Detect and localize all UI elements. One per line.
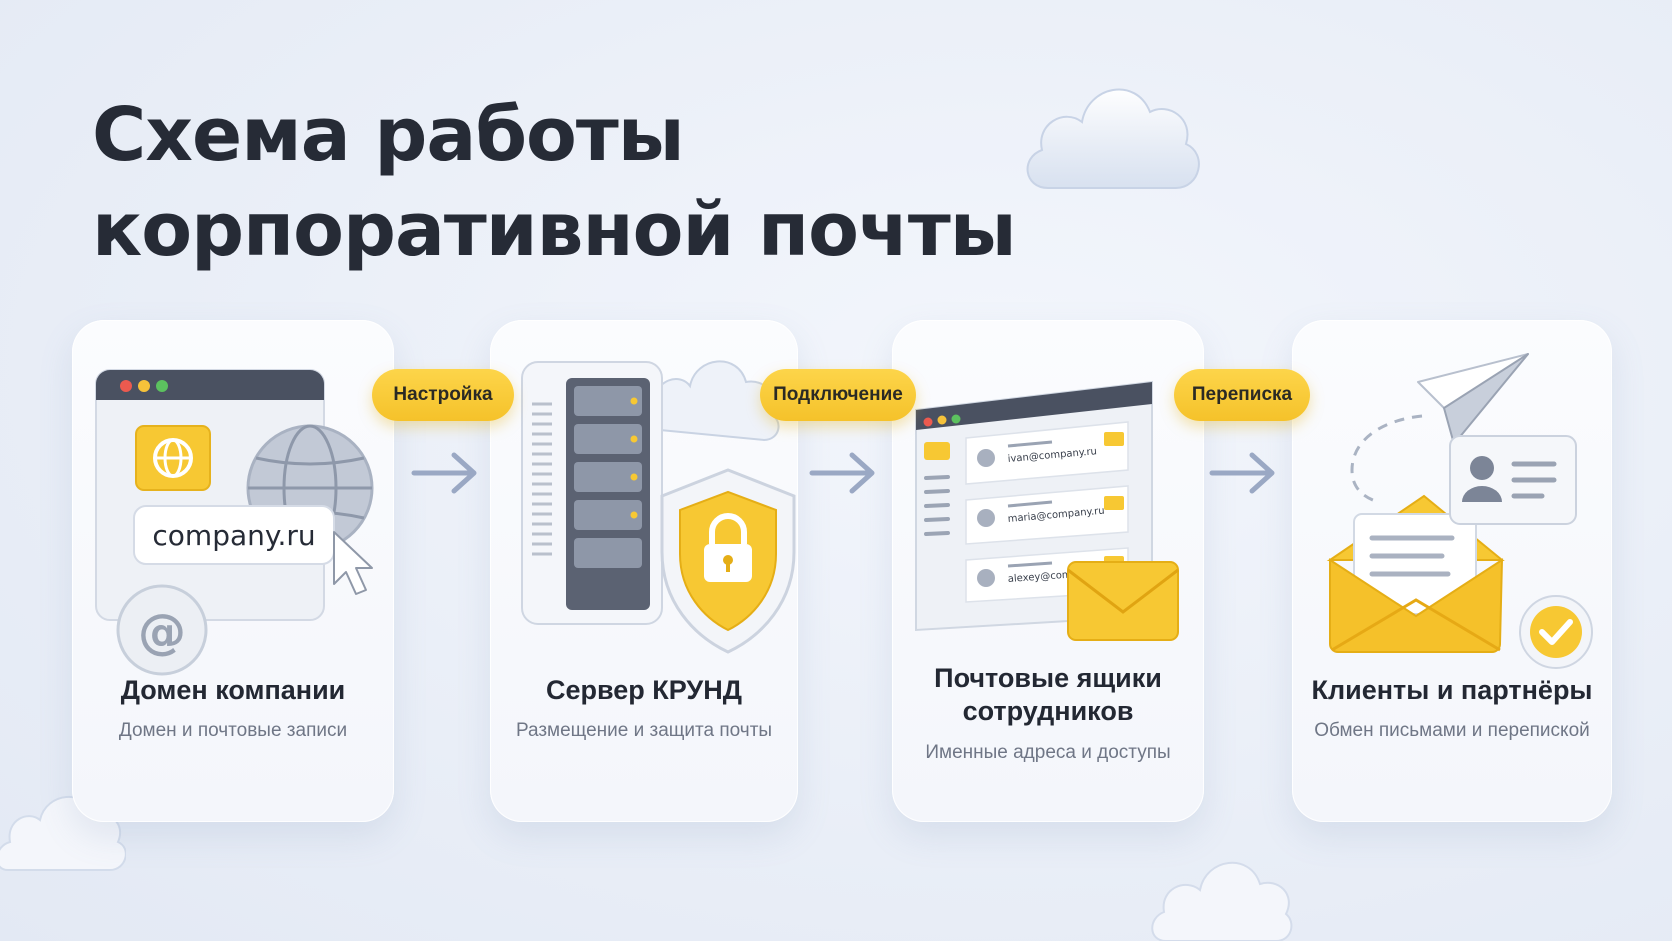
- page-title-line2: корпоративной почты: [92, 187, 1017, 273]
- step-title-line2: сотрудников: [962, 696, 1134, 726]
- step-card-domain: company.ru @ Домен компании Домен и почт…: [72, 320, 394, 822]
- step-title: Домен компании: [120, 675, 346, 705]
- contact-card-icon: [1449, 435, 1577, 525]
- envelope-icon: [1067, 561, 1179, 641]
- step-card-mailboxes: ivan@company.ru maria@company.ru alexey@…: [892, 320, 1204, 822]
- server-icon: [521, 361, 663, 625]
- arrow-right-icon: [411, 452, 477, 494]
- shield-lock-icon: [660, 468, 796, 654]
- arrow-right-icon: [809, 452, 875, 494]
- at-sign-icon: @: [116, 584, 208, 676]
- paper-plane-icon: [1350, 353, 1529, 504]
- cloud-icon: [642, 360, 780, 442]
- step-title: Клиенты и партнёры: [1311, 675, 1593, 705]
- svg-text:@: @: [138, 604, 186, 660]
- connector-label-setup: Настройка: [372, 369, 514, 421]
- page-title-line1: Схема работы: [92, 92, 685, 178]
- check-badge-icon: [1519, 595, 1593, 669]
- arrow-right-icon: [1209, 452, 1275, 494]
- cloud-decoration-bottom-right: [1151, 861, 1293, 941]
- open-envelope-icon: [1326, 494, 1505, 653]
- mailboxes-illustration: ivan@company.ru maria@company.ru alexey@…: [915, 380, 1179, 641]
- domain-label: company.ru: [152, 519, 315, 552]
- server-illustration: [521, 360, 796, 654]
- cloud-decoration-bottom-left: [0, 796, 126, 871]
- clients-illustration: [1326, 353, 1593, 669]
- connector-label-correspondence: Переписка: [1174, 369, 1310, 421]
- step-subtitle: Домен и почтовые записи: [118, 720, 348, 741]
- step-title-line1: Почтовые ящики: [934, 663, 1162, 693]
- step-card-clients: Клиенты и партнёры Обмен письмами и пере…: [1292, 320, 1612, 822]
- domain-illustration: company.ru @: [95, 369, 374, 676]
- step-subtitle: Именные адреса и доступы: [925, 742, 1171, 763]
- cursor-icon: [333, 531, 373, 595]
- step-subtitle: Обмен письмами и перепиской: [1314, 720, 1590, 741]
- step-title: Почтовые ящики сотрудников: [892, 662, 1204, 728]
- step-title: Сервер КРУНД: [546, 675, 742, 705]
- step-card-server: Сервер КРУНД Размещение и защита почты: [490, 320, 798, 822]
- page-title: Схема работы корпоративной почты: [92, 88, 1017, 278]
- connector-label-connection: Подключение: [760, 369, 916, 421]
- cloud-decoration-top: [1026, 88, 1200, 189]
- step-subtitle: Размещение и защита почты: [515, 720, 773, 741]
